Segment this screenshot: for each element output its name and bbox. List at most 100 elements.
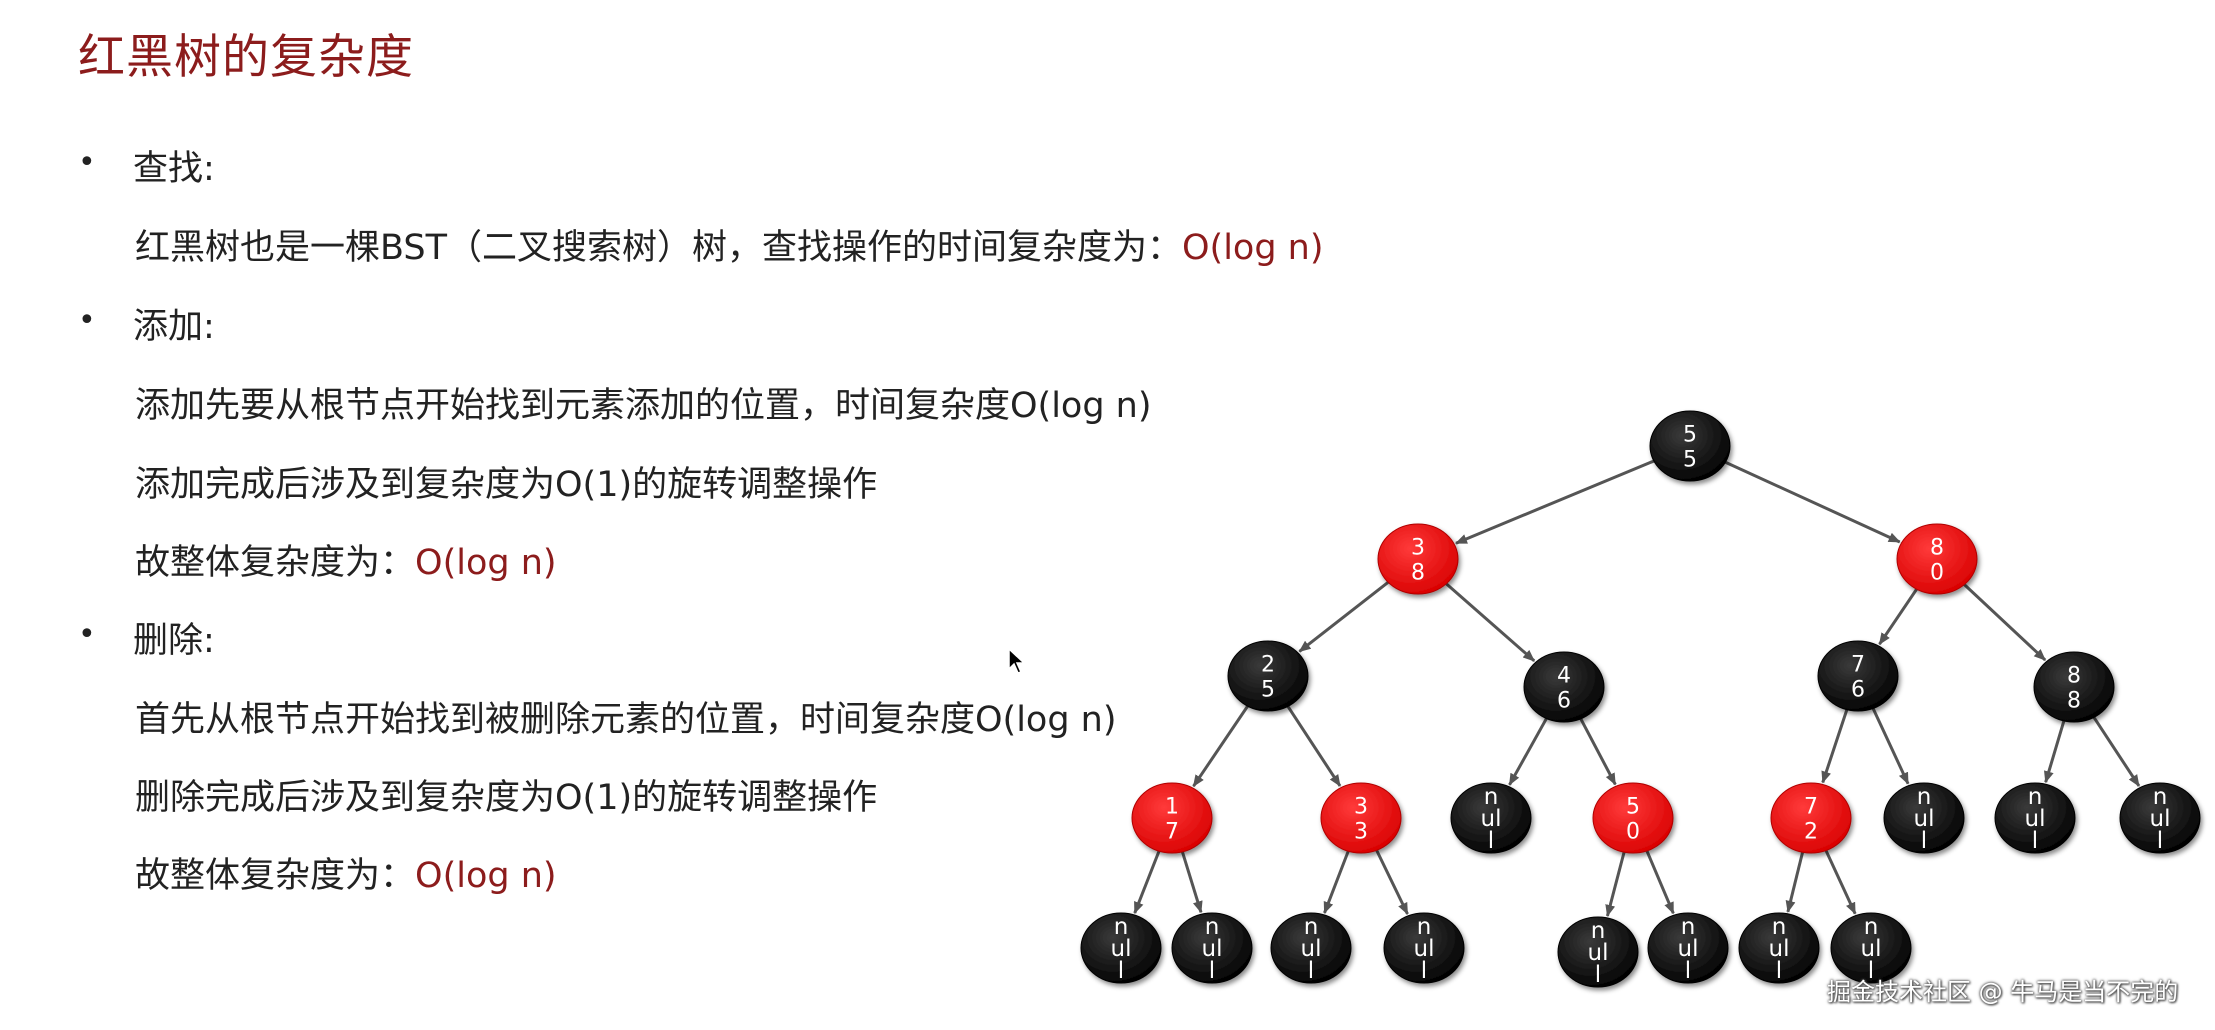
- tree-edge-n46-n50: [1577, 714, 1617, 786]
- tree-node-shape: [1770, 782, 1852, 854]
- tree-node-shape: [2119, 782, 2201, 854]
- tree-edge-n80-n88: [1960, 580, 2047, 662]
- search-line: 红黑树也是一棵BST（二叉搜索树）树，查找操作的时间复杂度为：O(log n): [135, 219, 1324, 270]
- delete-line-1: 首先从根节点开始找到被删除元素的位置，时间复杂度O(log n): [135, 691, 1117, 742]
- section-heading-delete: 删除:: [133, 621, 215, 661]
- tree-node-shape: [1080, 912, 1162, 984]
- delete-line-2: 删除完成后涉及到复杂度为O(1)的旋转调整操作: [135, 769, 877, 820]
- tree-node-shape: [1830, 912, 1912, 984]
- tree-node-shape: [1738, 912, 1820, 984]
- tree-edge-n38-n25: [1298, 578, 1393, 653]
- tree-node-shape: [1383, 912, 1465, 984]
- tree-node-shape: [1883, 782, 1965, 854]
- tree-edge-n17-nil17r: [1179, 847, 1203, 914]
- tree-node-shape: [1896, 523, 1978, 595]
- tree-node-shape: [1227, 640, 1309, 712]
- tree-edge-n33-nil33l: [1323, 847, 1351, 914]
- tree-node-shape: [1450, 782, 1532, 854]
- tree-node-shape: [1320, 782, 1402, 854]
- tree-node-shape: [2033, 651, 2115, 723]
- tree-edge-n50-nil50l: [1605, 848, 1627, 917]
- tree-node-shape: [1647, 912, 1729, 984]
- search-complexity: O(log n): [1182, 228, 1324, 268]
- tree-node-shape: [1523, 651, 1605, 723]
- bullet-dot: •: [78, 145, 96, 180]
- tree-edge-n80-n76: [1878, 585, 1920, 646]
- page-title: 红黑树的复杂度: [78, 30, 414, 85]
- delete-line-2-text: 删除完成后涉及到复杂度为O(1)的旋转调整操作: [135, 778, 878, 818]
- tree-edge-n55-n38: [1455, 458, 1659, 545]
- tree-edge-n72-nil72r: [1823, 846, 1857, 915]
- tree-node-shape: [1592, 782, 1674, 854]
- insert-complexity: O(log n): [415, 543, 557, 583]
- insert-line-3-text: 故整体复杂度为：: [135, 543, 416, 583]
- tree-edge-n76-n72: [1821, 705, 1850, 784]
- tree-edge-n88-nil88l: [2044, 717, 2067, 784]
- delete-complexity: O(log n): [415, 856, 557, 896]
- tree-node-shape: [1994, 782, 2076, 854]
- delete-line-1-text: 首先从根节点开始找到被删除元素的位置，时间复杂度O(log n): [135, 700, 1117, 740]
- tree-edge-n17-nil17l: [1133, 847, 1162, 914]
- bullet-dot: •: [78, 617, 96, 652]
- tree-edge-n33-nil33r: [1373, 846, 1409, 915]
- tree-edge-n25-n33: [1284, 702, 1342, 787]
- tree-node-shape: [1131, 782, 1213, 854]
- insert-line-1: 添加先要从根节点开始找到元素添加的位置，时间复杂度O(log n): [135, 377, 1152, 428]
- tree-edge-n46-nil46l: [1508, 714, 1550, 786]
- insert-line-3: 故整体复杂度为：O(log n): [135, 534, 557, 585]
- watermark-text: 掘金技术社区 @ 牛马是当不完的: [1827, 978, 2179, 1006]
- tree-node-shape: [1270, 912, 1352, 984]
- tree-edge-n88-nil88r: [2090, 713, 2141, 787]
- insert-line-1-text: 添加先要从根节点开始找到元素添加的位置，时间复杂度O(log n): [135, 386, 1152, 426]
- tree-edge-n38-n46: [1442, 580, 1536, 663]
- tree-edges: [1133, 458, 2141, 917]
- tree-node-shape: [1377, 523, 1459, 595]
- mouse-cursor-icon: [1008, 648, 1026, 674]
- tree-node-shape: [1649, 410, 1731, 482]
- tree-edge-n55-n80: [1721, 459, 1901, 544]
- insert-line-2-text: 添加完成后涉及到复杂度为O(1)的旋转调整操作: [135, 465, 878, 505]
- section-heading-insert: 添加:: [133, 307, 215, 347]
- tree-edge-n76-nil76r: [1870, 704, 1910, 785]
- section-heading-search: 查找:: [133, 149, 215, 189]
- tree-edge-n25-n17: [1192, 702, 1251, 788]
- tree-node-shape: [1817, 640, 1899, 712]
